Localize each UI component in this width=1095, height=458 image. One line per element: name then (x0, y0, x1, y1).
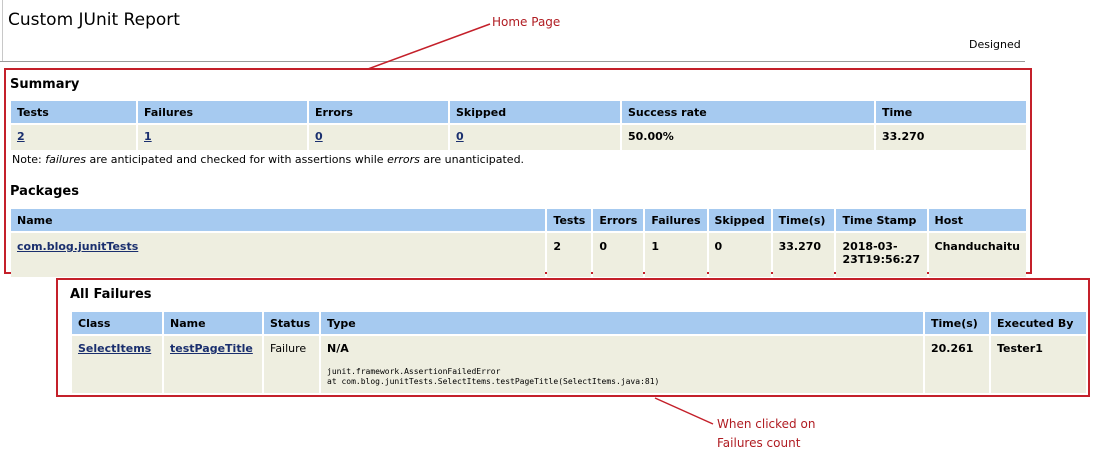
summary-header-failures: Failures (138, 101, 307, 123)
failure-status: Failure (264, 336, 319, 393)
packages-heading: Packages (10, 184, 79, 199)
summary-header-errors: Errors (309, 101, 448, 123)
summary-header-time: Time (876, 101, 1026, 123)
failure-class-cell: SelectItems (72, 336, 162, 393)
errors-count-link[interactable]: 0 (315, 130, 323, 143)
package-host: Chanduchaitu (928, 233, 1026, 277)
packages-row: com.blog.junitTests 2 0 1 0 33.270 2018-… (11, 233, 1026, 277)
packages-header-timestamp: Time Stamp (836, 209, 927, 231)
summary-success-rate: 50.00% (622, 125, 874, 150)
summary-header-tests: Tests (11, 101, 136, 123)
page-title: Custom JUnit Report (8, 10, 180, 30)
summary-heading: Summary (10, 77, 80, 92)
packages-header-time: Time(s) (772, 209, 835, 231)
packages-header-errors: Errors (593, 209, 644, 231)
header-divider (0, 61, 1025, 62)
package-time: 33.270 (772, 233, 835, 277)
failures-header-class: Class (72, 312, 162, 334)
summary-row: 2 1 0 0 50.00% 33.270 (11, 125, 1026, 150)
failure-name-link[interactable]: testPageTitle (170, 342, 253, 355)
failure-name-cell: testPageTitle (164, 336, 262, 393)
home-pointer-line (367, 23, 491, 70)
failure-type: N/A (327, 342, 349, 355)
failures-header-time: Time(s) (925, 312, 989, 334)
note-errors-word: errors (387, 153, 420, 166)
summary-failures-cell: 1 (138, 125, 307, 150)
annotation-failures-count: Failures count (717, 436, 801, 450)
summary-header-success-rate: Success rate (622, 101, 874, 123)
summary-header-skipped: Skipped (450, 101, 620, 123)
note-prefix: Note: (12, 153, 46, 166)
tests-count-link[interactable]: 2 (17, 130, 25, 143)
failures-header-executed-by: Executed By (991, 312, 1086, 334)
package-name-link[interactable]: com.blog.junitTests (17, 240, 139, 253)
failures-pointer-line (654, 397, 714, 425)
summary-tests-cell: 2 (11, 125, 136, 150)
timestamp-time: 23T19:56:27 (842, 253, 921, 266)
left-rule (2, 0, 3, 62)
failure-executed-by: Tester1 (991, 336, 1086, 393)
note-middle: are anticipated and checked for with ass… (85, 153, 388, 166)
failure-type-cell: N/A junit.framework.AssertionFailedError… (321, 336, 923, 393)
failures-header-status: Status (264, 312, 319, 334)
package-errors: 0 (593, 233, 644, 277)
failures-count-link[interactable]: 1 (144, 130, 152, 143)
summary-time: 33.270 (876, 125, 1026, 150)
packages-header-row: Name Tests Errors Failures Skipped Time(… (11, 209, 1026, 231)
package-tests: 2 (547, 233, 592, 277)
annotation-home-page: Home Page (492, 15, 561, 29)
stack-trace-line: at com.blog.junitTests.SelectItems.testP… (327, 377, 660, 386)
annotation-when-clicked: When clicked on (717, 417, 816, 431)
stack-trace-line: junit.framework.AssertionFailedError (327, 367, 501, 376)
note-failures-word: failures (45, 153, 86, 166)
package-name-cell: com.blog.junitTests (11, 233, 546, 277)
failures-row: SelectItems testPageTitle Failure N/A ju… (72, 336, 1086, 393)
skipped-count-link[interactable]: 0 (456, 130, 464, 143)
packages-header-name: Name (11, 209, 546, 231)
failures-table: Class Name Status Type Time(s) Executed … (70, 310, 1088, 395)
packages-header-skipped: Skipped (708, 209, 771, 231)
failures-highlight (56, 278, 1090, 397)
summary-table: Tests Failures Errors Skipped Success ra… (9, 99, 1028, 152)
designed-label: Designed (969, 38, 1021, 51)
failure-stack-trace: junit.framework.AssertionFailedError at … (327, 367, 917, 387)
note-suffix: are unanticipated. (419, 153, 525, 166)
failures-header-row: Class Name Status Type Time(s) Executed … (72, 312, 1086, 334)
timestamp-date: 2018-03- (842, 240, 898, 253)
failure-time: 20.261 (925, 336, 989, 393)
failure-class-link[interactable]: SelectItems (78, 342, 152, 355)
summary-errors-cell: 0 (309, 125, 448, 150)
summary-note: Note: failures are anticipated and check… (12, 153, 524, 166)
packages-table: Name Tests Errors Failures Skipped Time(… (9, 207, 1028, 279)
all-failures-heading: All Failures (70, 287, 152, 302)
packages-header-tests: Tests (547, 209, 592, 231)
packages-header-failures: Failures (645, 209, 707, 231)
package-timestamp: 2018-03-23T19:56:27 (836, 233, 927, 277)
failures-header-type: Type (321, 312, 923, 334)
failures-header-name: Name (164, 312, 262, 334)
packages-header-host: Host (928, 209, 1026, 231)
summary-header-row: Tests Failures Errors Skipped Success ra… (11, 101, 1026, 123)
package-failures: 1 (645, 233, 707, 277)
package-skipped: 0 (708, 233, 771, 277)
summary-skipped-cell: 0 (450, 125, 620, 150)
